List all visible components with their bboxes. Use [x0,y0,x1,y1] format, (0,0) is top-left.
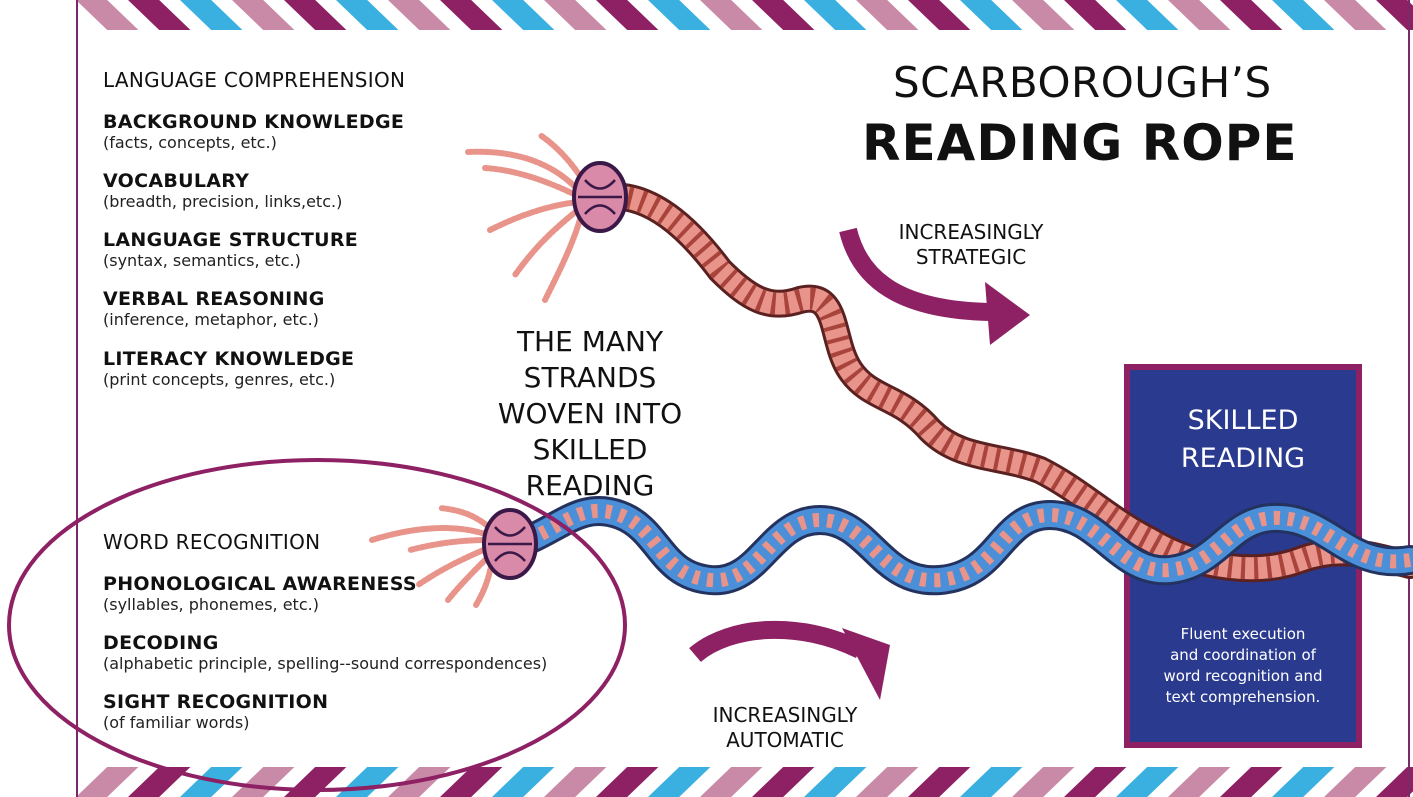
skilled-title-line: READING [1124,440,1362,478]
label-line: INCREASINGLY [670,703,900,728]
item-subtitle: (alphabetic principle, spelling--sound c… [103,654,547,674]
item-subtitle: (of familiar words) [103,713,328,733]
item-title: VOCABULARY [103,170,342,192]
description-line: Fluent execution [1124,624,1362,645]
list-item: LITERACY KNOWLEDGE (print concepts, genr… [103,348,354,390]
description-line: text comprehension. [1124,687,1362,708]
item-subtitle: (syntax, semantics, etc.) [103,251,358,271]
item-subtitle: (syllables, phonemes, etc.) [103,595,417,615]
list-item: DECODING (alphabetic principle, spelling… [103,632,547,674]
label-line: INCREASINGLY [856,220,1086,245]
list-item: LANGUAGE STRUCTURE (syntax, semantics, e… [103,229,358,271]
item-title: SIGHT RECOGNITION [103,691,328,713]
item-title: DECODING [103,632,547,654]
title-line-1: SCARBOROUGH’S [893,58,1272,107]
item-title: LITERACY KNOWLEDGE [103,348,354,370]
list-item: BACKGROUND KNOWLEDGE (facts, concepts, e… [103,111,404,153]
label-line: AUTOMATIC [670,728,900,753]
item-title: BACKGROUND KNOWLEDGE [103,111,404,133]
description-line: word recognition and [1124,666,1362,687]
language-comprehension-heading: LANGUAGE COMPREHENSION [103,68,405,92]
list-item: SIGHT RECOGNITION (of familiar words) [103,691,328,733]
caption-line: SKILLED READING [470,432,710,504]
item-subtitle: (breadth, precision, links,etc.) [103,192,342,212]
label-line: STRATEGIC [856,245,1086,270]
list-item: VOCABULARY (breadth, precision, links,et… [103,170,342,212]
item-title: LANGUAGE STRUCTURE [103,229,358,251]
skilled-reading-title: SKILLED READING [1124,402,1362,478]
center-caption: THE MANY STRANDS WOVEN INTO SKILLED READ… [470,324,710,504]
caption-line: WOVEN INTO [470,396,710,432]
strategic-label: INCREASINGLY STRATEGIC [856,220,1086,270]
item-title: VERBAL REASONING [103,288,325,310]
skilled-reading-description: Fluent execution and coordination of wor… [1124,624,1362,708]
item-subtitle: (print concepts, genres, etc.) [103,370,354,390]
list-item: VERBAL REASONING (inference, metaphor, e… [103,288,325,330]
caption-line: THE MANY [470,324,710,360]
description-line: and coordination of [1124,645,1362,666]
automatic-label: INCREASINGLY AUTOMATIC [670,703,900,753]
item-subtitle: (facts, concepts, etc.) [103,133,404,153]
list-item: PHONOLOGICAL AWARENESS (syllables, phone… [103,573,417,615]
skilled-title-line: SKILLED [1124,402,1362,440]
item-title: PHONOLOGICAL AWARENESS [103,573,417,595]
item-subtitle: (inference, metaphor, etc.) [103,310,325,330]
word-recognition-heading: WORD RECOGNITION [103,530,320,554]
title-line-2: READING ROPE [862,114,1298,172]
caption-line: STRANDS [470,360,710,396]
